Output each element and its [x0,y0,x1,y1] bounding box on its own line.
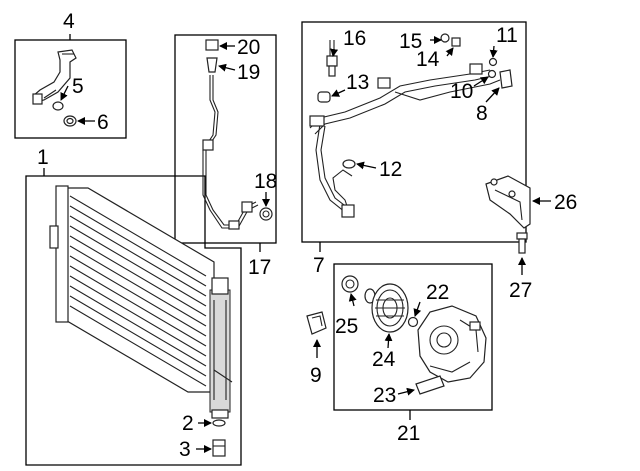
callout-9: 9 [310,364,322,387]
callout-7: 7 [313,254,325,277]
callout-14: 14 [416,48,440,71]
part-18-o-ring [259,207,273,221]
callout-15: 15 [399,30,422,53]
callout-4: 4 [63,10,75,33]
part-9-connector [306,311,327,335]
callout-17: 17 [248,256,271,279]
part-20-cap [205,39,219,51]
callout-5: 5 [72,75,84,98]
group-box-1 [25,175,242,466]
callout-19: 19 [237,61,260,84]
part-1-condenser [49,185,233,419]
group-box-7 [301,21,527,243]
part-14-bolt [451,37,461,47]
part-22-ring [407,316,419,328]
part-26-bracket [485,175,531,229]
callout-21: 21 [397,422,420,445]
callout-16: 16 [343,27,366,50]
part-7-hose-assembly [309,63,501,218]
group-box-21 [333,263,493,411]
callout-6: 6 [97,111,109,134]
callout-22: 22 [426,281,449,304]
group-box-17 [174,34,277,244]
part-17-pressure-line [202,75,259,230]
part-19-valve-core [206,57,218,73]
part-5-o-ring [52,101,64,111]
part-27-bolt [516,232,528,254]
part-2-o-ring [212,419,226,427]
callout-3: 3 [179,438,191,461]
part-8-block [499,69,513,89]
part-11-o-ring [488,57,498,67]
part-24-pulley [371,283,409,333]
callout-11: 11 [496,24,518,47]
callout-12: 12 [379,158,402,181]
part-16-pressure-switch [326,40,338,77]
callout-2: 2 [182,412,194,435]
callout-27: 27 [509,279,532,302]
part-3-plug [212,439,226,457]
callout-20: 20 [237,36,260,59]
callout-8: 8 [476,102,488,125]
callout-26: 26 [554,191,577,214]
part-12-o-ring [342,159,356,169]
callout-1: 1 [37,146,49,169]
compressor-body [417,305,487,383]
part-23-valve [415,375,445,395]
callout-25: 25 [335,315,358,338]
part-10-o-ring [487,69,497,79]
part-15-o-ring [440,33,450,43]
callout-23: 23 [373,384,396,407]
callout-10: 10 [450,80,473,103]
part-4-bracket [32,49,77,105]
part-25-hub [341,275,359,293]
callout-24: 24 [372,348,396,371]
callout-13: 13 [346,71,369,94]
part-13-valve [317,91,331,103]
callout-18: 18 [254,170,277,193]
